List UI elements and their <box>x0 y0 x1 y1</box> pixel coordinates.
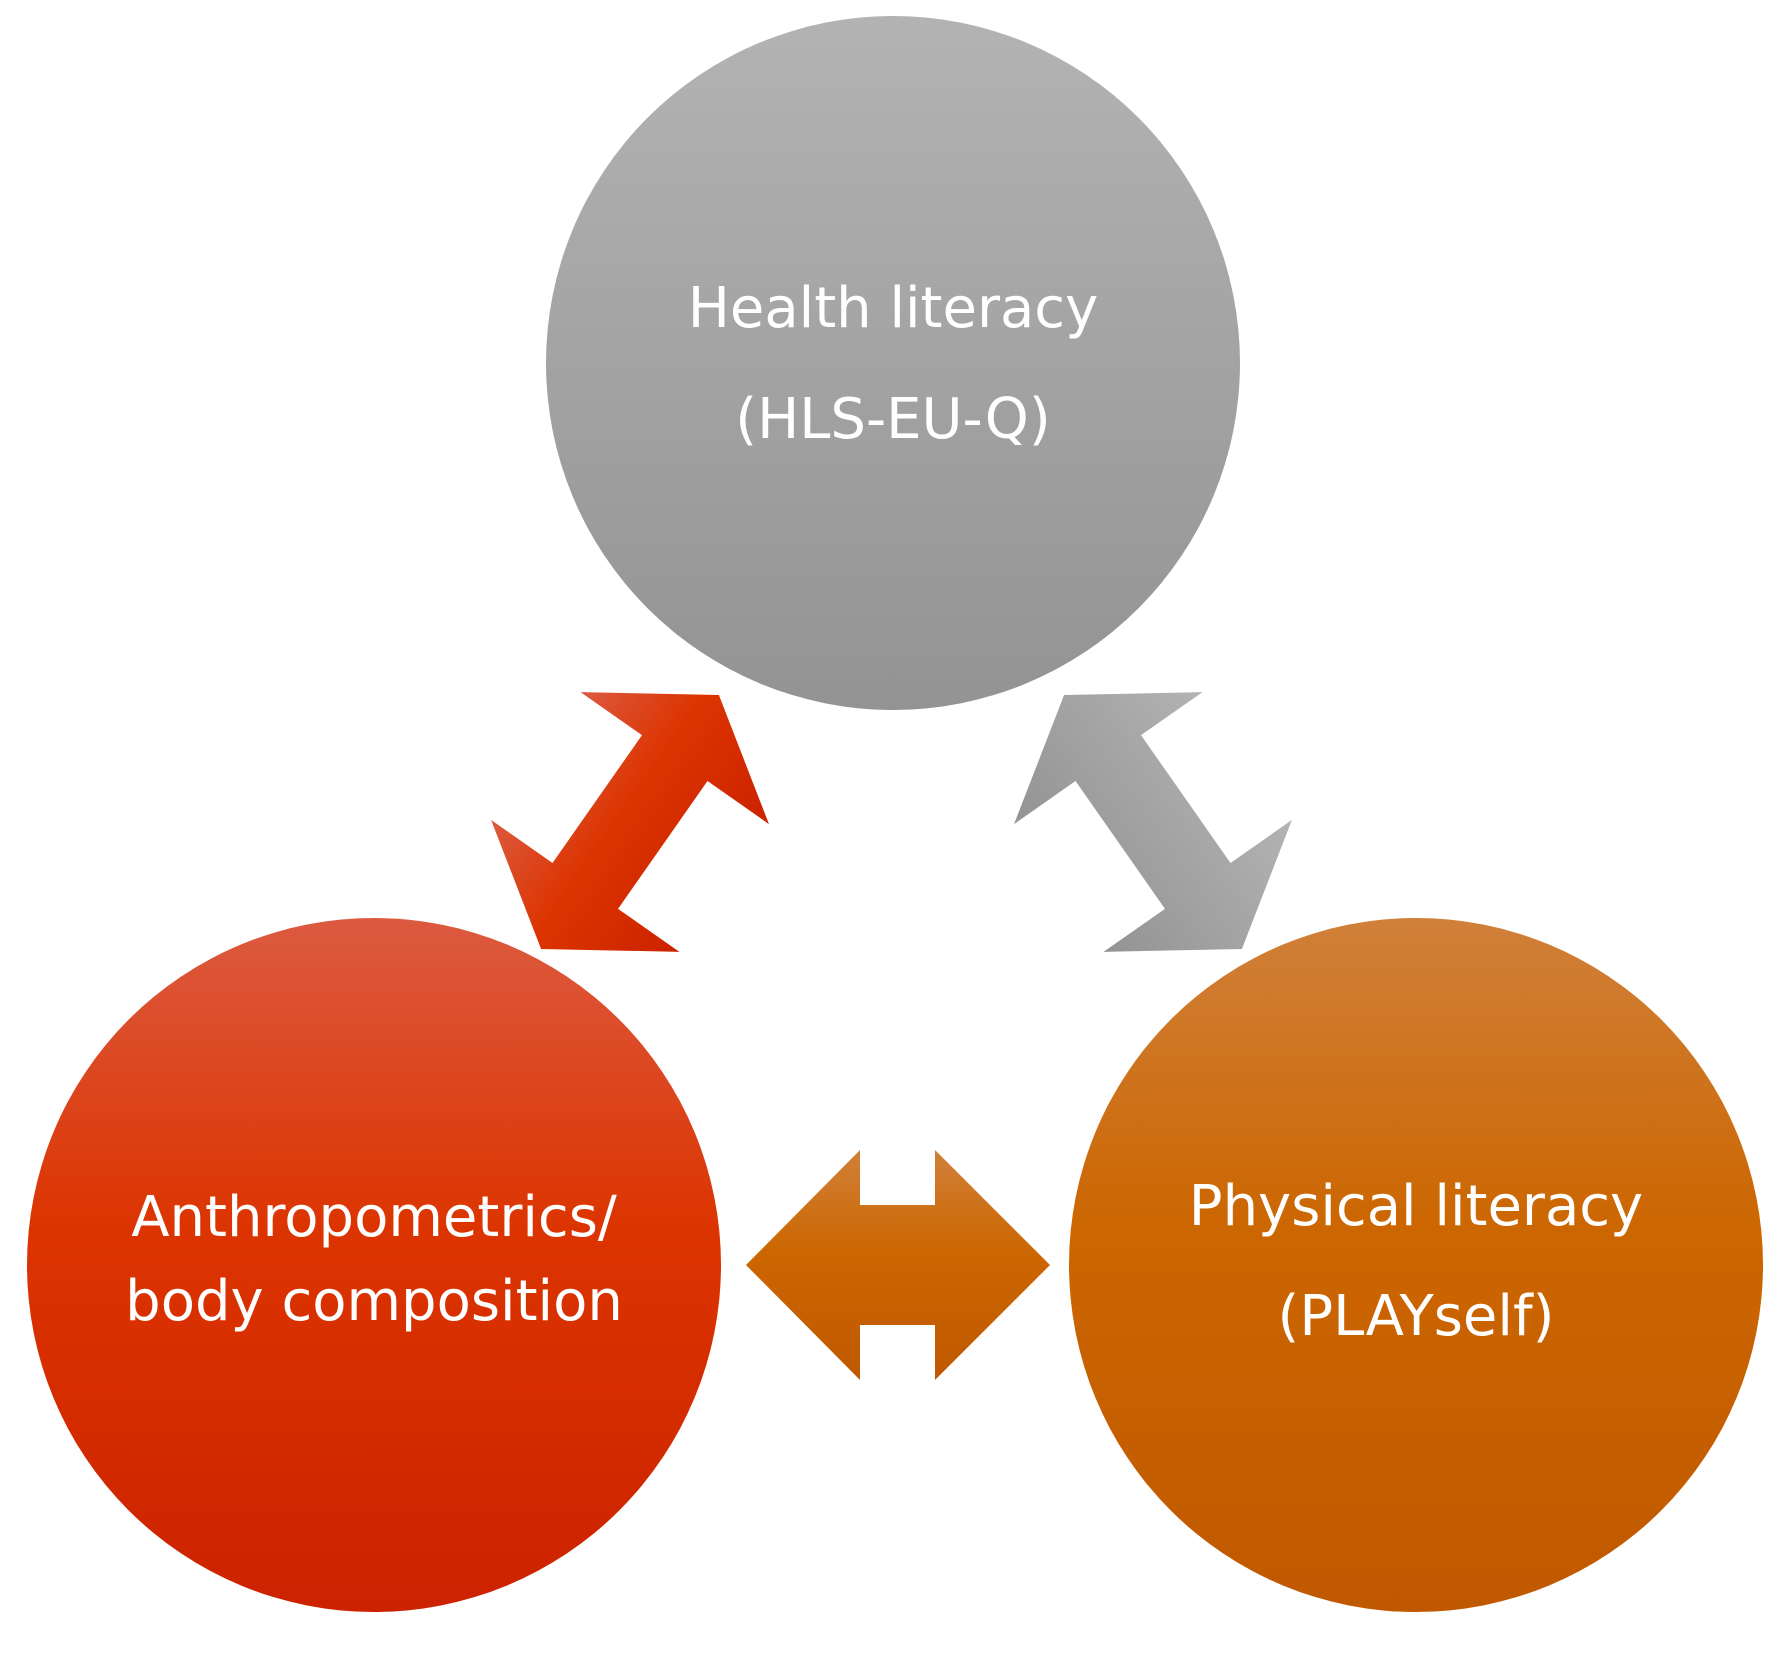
anthropometrics-label: Anthropometrics/ <box>131 1185 617 1250</box>
body-composition-label: body composition <box>125 1269 623 1334</box>
physical-literacy-instrument: (PLAYself) <box>1277 1284 1554 1349</box>
physical-literacy-circle <box>1069 918 1763 1612</box>
physical-literacy-node: Physical literacy (PLAYself) <box>1069 918 1763 1612</box>
health-literacy-node: Health literacy (HLS-EU-Q) <box>546 16 1240 710</box>
health-literacy-instrument: (HLS-EU-Q) <box>735 387 1050 452</box>
anthropometrics-circle <box>27 918 721 1612</box>
health-literacy-circle <box>546 16 1240 710</box>
double-arrow-icon <box>746 1150 1050 1380</box>
double-arrow-icon <box>1014 692 1292 952</box>
health-literacy-label: Health literacy <box>688 276 1098 341</box>
double-arrow-icon <box>491 692 769 952</box>
anthropometrics-node: Anthropometrics/ body composition <box>27 918 721 1612</box>
physical-literacy-label: Physical literacy <box>1189 1174 1643 1239</box>
